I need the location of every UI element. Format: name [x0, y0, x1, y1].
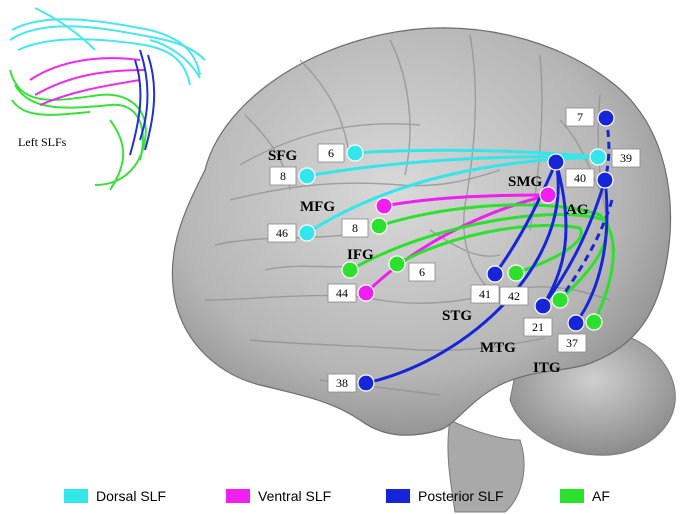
inset-af-bundle [9, 69, 147, 191]
node-area-40 [596, 171, 614, 189]
area-label-39: 39 [620, 151, 632, 165]
legend-item-ventral: Ventral SLF [226, 488, 331, 504]
nodes [298, 109, 615, 392]
af-tract-ifg [349, 212, 609, 302]
area-label-7: 7 [577, 110, 583, 124]
area-label-37: 37 [566, 336, 578, 350]
tract-40-to-37 [574, 179, 609, 324]
region-labels: SFG MFG IFG SMG AG STG MTG ITG [268, 148, 589, 376]
region-label-ag: AG [566, 202, 589, 218]
node-area-21 [534, 297, 552, 315]
region-label-stg: STG [442, 308, 472, 324]
node-area-44 [357, 284, 375, 302]
region-label-ifg: IFG [347, 247, 374, 263]
area-label-6-top: 6 [328, 146, 334, 160]
area-label-40: 40 [574, 171, 586, 185]
node-area-8-ventral [375, 197, 393, 215]
node-af-6 [388, 255, 406, 273]
node-area-8-top [298, 167, 316, 185]
region-label-itg: ITG [533, 360, 561, 376]
legend: Dorsal SLF Ventral SLF Posterior SLF AF [0, 484, 685, 510]
legend-label-posterior: Posterior SLF [418, 488, 504, 504]
node-smg-ventral [539, 186, 557, 204]
node-area-42 [507, 264, 525, 282]
tract-40-to-21 [541, 179, 607, 307]
af-tract-6 [396, 223, 583, 275]
area-label-21: 21 [532, 320, 544, 334]
af-tracts [349, 203, 615, 323]
tract-6-to-39 [354, 148, 599, 159]
area-label-8-top: 8 [280, 169, 286, 183]
tract-smg-to-21 [541, 161, 568, 307]
inset-ventral-bundle [29, 57, 146, 106]
node-area-46 [298, 224, 316, 242]
inset-tractography: Left SLFs [9, 7, 206, 191]
legend-item-dorsal: Dorsal SLF [64, 488, 166, 504]
node-area-7 [597, 109, 615, 127]
tract-dashed-40-21 [558, 199, 614, 301]
node-af-itg [585, 313, 603, 331]
region-label-mtg: MTG [480, 340, 516, 356]
node-af-8 [370, 217, 388, 235]
legend-swatch-posterior [386, 489, 410, 503]
region-label-mfg: MFG [300, 199, 335, 215]
af-tract-8 [378, 203, 615, 323]
node-area-38 [357, 374, 375, 392]
area-label-46: 46 [276, 226, 288, 240]
region-label-sfg: SFG [268, 148, 298, 164]
node-area-6-top [346, 144, 364, 162]
legend-label-dorsal: Dorsal SLF [96, 488, 167, 504]
legend-swatch-dorsal [64, 489, 88, 503]
tract-smg-to-41 [493, 161, 558, 275]
inset-posterior-bundle [129, 49, 156, 156]
legend-swatch-ventral [226, 489, 250, 503]
area-label-8-mid: 8 [352, 221, 358, 235]
area-labels: 6 8 8 46 44 6 7 39 40 41 42 21 37 38 [267, 107, 641, 393]
legend-swatch-af [560, 489, 584, 503]
area-label-38: 38 [336, 376, 348, 390]
area-label-6-low: 6 [419, 265, 425, 279]
area-label-41: 41 [479, 287, 491, 301]
area-label-42: 42 [508, 289, 520, 303]
inset-dorsal-bundle [9, 7, 206, 86]
node-area-37 [567, 314, 585, 332]
legend-item-posterior: Posterior SLF [386, 488, 504, 504]
legend-item-af: AF [560, 488, 610, 504]
inset-label: Left SLFs [18, 135, 67, 149]
node-af-mtg [551, 291, 569, 309]
legend-label-ventral: Ventral SLF [258, 488, 332, 504]
node-af-ifg [341, 261, 359, 279]
area-label-44: 44 [336, 286, 348, 300]
node-area-41 [486, 265, 504, 283]
brainstem [447, 419, 525, 513]
legend-label-af: AF [592, 488, 610, 504]
node-smg-posterior [547, 153, 565, 171]
region-label-smg: SMG [508, 174, 543, 190]
tract-8-to-smg [383, 193, 549, 208]
node-area-39-dorsal [589, 148, 607, 166]
